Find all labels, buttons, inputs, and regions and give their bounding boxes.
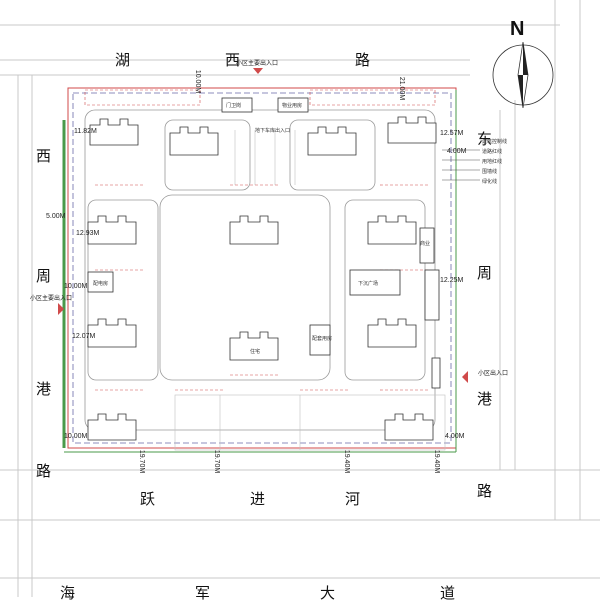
kindergarten-building [87, 271, 114, 293]
building-n-right [387, 116, 437, 144]
dim-south-3: 19.40M [343, 449, 351, 474]
dim-setback-b: 12.57M [440, 130, 464, 137]
river-char-2: 进 [250, 490, 266, 508]
dim-south-1: 19.70M [138, 449, 146, 474]
river-char-3: 河 [345, 490, 361, 508]
road-east-char-3: 港 [477, 390, 493, 408]
road-north-char-2: 西 [225, 51, 241, 69]
east-commerce-3 [431, 357, 441, 389]
plaza-building [349, 269, 401, 296]
entrance-guard [221, 97, 253, 113]
label-commerce: 商业 [420, 241, 431, 247]
dim-top-right: 21.00M [398, 76, 406, 101]
dim-top-left: 10.00M [194, 69, 202, 94]
legend-item-1: 建筑控制线 [482, 139, 508, 145]
road-north-char-1: 湖 [115, 51, 131, 69]
label-property: 物业用房 [282, 103, 303, 109]
legend-item-4: 围墙线 [482, 169, 498, 175]
dim-setback-d: 5.00M [46, 213, 66, 220]
label-public: 配套用房 [312, 336, 333, 342]
building-n-left [89, 118, 139, 146]
legend-item-5: 绿化线 [482, 179, 498, 185]
east-commerce-1 [419, 227, 435, 264]
label-unit: 住宅 [250, 349, 261, 355]
road-south-char-4: 道 [440, 584, 456, 602]
property-office [277, 97, 309, 113]
road-east-char-4: 路 [477, 482, 493, 500]
compass-icon [492, 41, 554, 109]
road-west-char-2: 周 [36, 267, 52, 285]
road-west-char-4: 路 [36, 462, 52, 480]
road-east-char-2: 周 [477, 264, 493, 282]
legend-item-3: 用地红线 [482, 159, 503, 165]
building-s-left [87, 413, 137, 441]
road-south-char-3: 大 [320, 584, 336, 602]
road-east-char-1: 东 [477, 130, 493, 148]
building-s-right [384, 413, 434, 441]
dim-setback-e: 12.93M [76, 230, 100, 237]
road-north-char-3: 路 [355, 51, 371, 69]
dim-setback-g: 12.25M [440, 277, 464, 284]
river-char-1: 跃 [140, 490, 156, 508]
east-entrance-icon [462, 371, 468, 383]
public-building [309, 324, 331, 356]
west-entrance-icon [58, 303, 64, 315]
building-center-2 [229, 331, 279, 361]
building-center-1 [229, 215, 279, 245]
dim-setback-c: 4.00M [447, 148, 467, 155]
road-west-char-3: 港 [36, 380, 52, 398]
dim-south-4: 19.40M [433, 449, 441, 474]
dim-setback-f: 10.00M [64, 283, 88, 290]
compass-label: N [510, 18, 525, 40]
east-entrance-label: 小区出入口 [478, 370, 509, 377]
north-entrance-icon [253, 68, 263, 74]
building-w-2 [87, 318, 137, 348]
label-plaza: 下沉广场 [358, 281, 379, 287]
building-n-midright [307, 126, 357, 156]
north-entrance-label: 小区主要出入口 [236, 60, 279, 67]
east-commerce-2 [424, 269, 440, 321]
dim-setback-a: 11.82M [74, 128, 97, 135]
label-kindergarten: 配电房 [93, 281, 109, 287]
label-guard: 门卫岗 [226, 103, 242, 109]
building-e-1 [367, 215, 417, 245]
road-west-char-1: 西 [36, 147, 52, 165]
building-n-midleft [169, 126, 219, 156]
dim-south-2: 19.70M [213, 449, 221, 474]
building-e-2 [367, 318, 417, 348]
building-w-1 [87, 215, 137, 245]
road-south-char-2: 军 [195, 584, 211, 602]
dim-bottom-left: 10.00M [64, 433, 88, 440]
west-entrance-label: 小区主要出入口 [30, 295, 73, 302]
label-ramp: 地下车库出入口 [255, 128, 291, 134]
dim-setback-h: 12.07M [72, 333, 96, 340]
legend-item-2: 道路红线 [482, 149, 503, 155]
road-south-char-1: 海 [60, 584, 76, 602]
dim-bottom-right: 4.00M [445, 433, 465, 440]
